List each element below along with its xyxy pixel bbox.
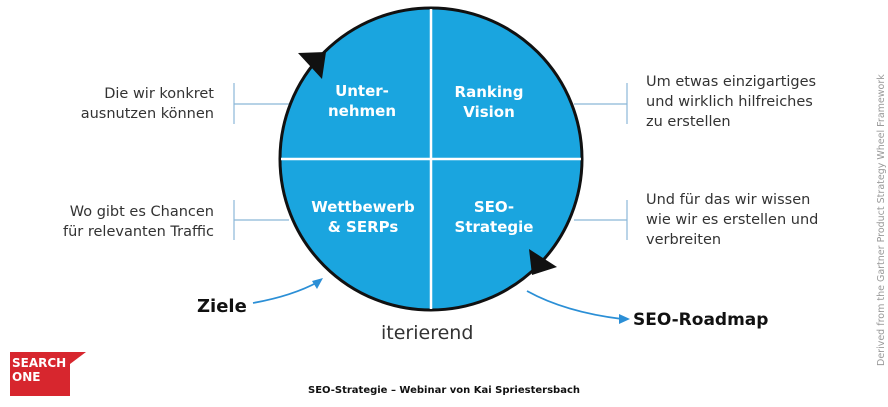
guide-bracket-right-top: [574, 83, 628, 124]
note-right-bottom: Und für das wir wissen wie wir es erstel…: [646, 190, 818, 250]
note-line: verbreiten: [646, 232, 722, 248]
quadrant-label-line: nehmen: [327, 102, 396, 120]
quadrant-label-line: Wettbewerb: [311, 198, 415, 216]
footer-caption: SEO-Strategie – Webinar von Kai Sprieste…: [308, 385, 580, 396]
quadrant-ranking-vision: Ranking Vision: [449, 82, 529, 122]
note-line: zu erstellen: [646, 114, 731, 130]
seo-roadmap-label: SEO-Roadmap: [633, 310, 769, 330]
note-line: für relevanten Traffic: [62, 224, 214, 240]
note-line: und wirklich hilfreiches: [646, 94, 813, 110]
logo-mark: [10, 352, 86, 396]
quadrant-seo-strategie: SEO- Strategie: [449, 197, 539, 237]
note-line: Um etwas einzigartiges: [646, 74, 817, 90]
quadrant-label-line: Strategie: [454, 218, 534, 236]
cycle-arrowhead-bottom-icon: [529, 249, 557, 275]
note-right-top: Um etwas einzigartiges und wirklich hilf…: [646, 72, 816, 132]
quadrant-label-line: & SERPs: [327, 218, 399, 236]
quadrant-label-line: Ranking: [454, 83, 524, 101]
note-line: Wo gibt es Chancen: [69, 204, 214, 220]
ziele-label: Ziele: [197, 296, 247, 317]
guide-bracket-right-bottom: [574, 200, 628, 240]
note-line: Und für das wir wissen: [646, 192, 811, 208]
logo-line: SEARCH: [12, 356, 67, 370]
note-line: ausnutzen können: [80, 106, 214, 122]
ziele-arrow-icon: [252, 281, 319, 304]
quadrant-label-line: Vision: [463, 103, 515, 121]
cycle-arrowhead-top-icon: [298, 52, 326, 79]
guide-bracket-left-top: [233, 83, 289, 124]
iterierend-label: iterierend: [381, 322, 474, 344]
ziele-arrowhead-icon: [312, 278, 323, 289]
quadrant-wettbewerb: Wettbewerb & SERPs: [308, 197, 418, 237]
note-left-bottom: Wo gibt es Chancen für relevanten Traffi…: [63, 202, 214, 242]
guide-bracket-left-bottom: [233, 200, 289, 240]
quadrant-label-line: SEO-: [473, 198, 515, 216]
search-one-logo: SEARCH ONE: [12, 356, 66, 384]
source-credit: Derived from the Gartner Product Strateg…: [876, 74, 887, 366]
logo-line: ONE: [12, 370, 41, 384]
roadmap-arrow-icon: [526, 290, 623, 320]
quadrant-unternehmen: Unter- nehmen: [322, 81, 402, 121]
note-line: wie wir es erstellen und: [646, 212, 819, 228]
quadrant-label-line: Unter-: [335, 82, 389, 100]
roadmap-arrowhead-icon: [619, 314, 630, 324]
note-line: Die wir konkret: [104, 86, 214, 102]
note-left-top: Die wir konkret ausnutzen können: [81, 84, 214, 124]
